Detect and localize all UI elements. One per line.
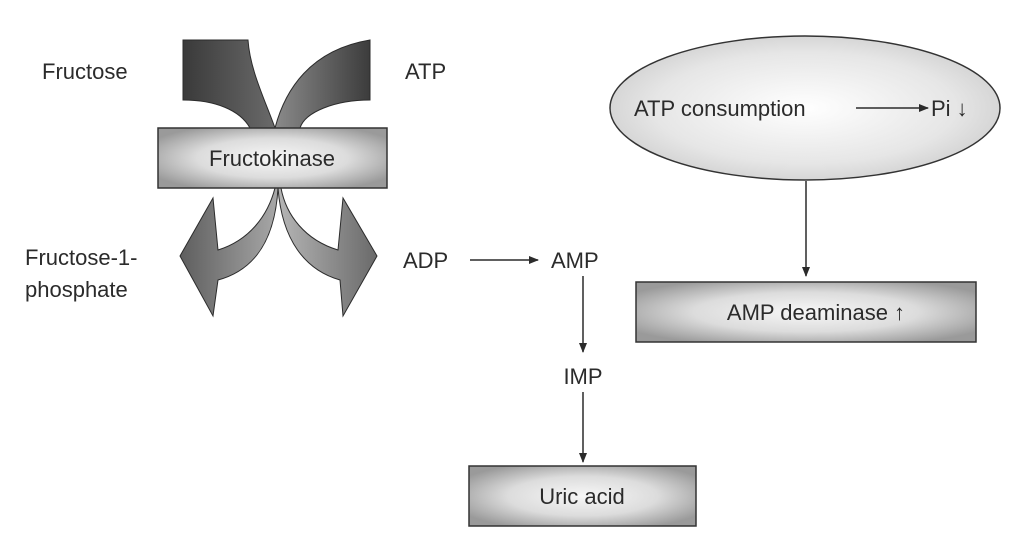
fructose-label: Fructose (42, 59, 128, 84)
imp-label: IMP (563, 364, 602, 389)
adp-label: ADP (403, 248, 448, 273)
fructose-1-phosphate-label-line2: phosphate (25, 277, 128, 302)
adp-output-arrow (277, 187, 378, 318)
atp-input-arrow (274, 39, 371, 129)
uric-acid-label: Uric acid (539, 484, 625, 509)
fructose-1-phosphate-output-arrow (179, 187, 279, 318)
atp-consumption-ellipse: ATP consumption Pi ↓ (609, 35, 1001, 181)
amp-deaminase-label: AMP deaminase ↑ (727, 300, 905, 325)
pi-label: Pi ↓ (931, 96, 968, 121)
atp-label: ATP (405, 59, 446, 84)
amp-deaminase-box: AMP deaminase ↑ (635, 281, 977, 343)
fructose-1-phosphate-label-line1: Fructose-1- (25, 245, 137, 270)
uric-acid-box: Uric acid (468, 465, 697, 527)
fructose-input-arrow (182, 39, 276, 129)
fructokinase-box: Fructokinase (157, 127, 388, 189)
amp-label: AMP (551, 248, 599, 273)
fructokinase-label: Fructokinase (209, 146, 335, 171)
atp-consumption-label: ATP consumption (634, 96, 806, 121)
